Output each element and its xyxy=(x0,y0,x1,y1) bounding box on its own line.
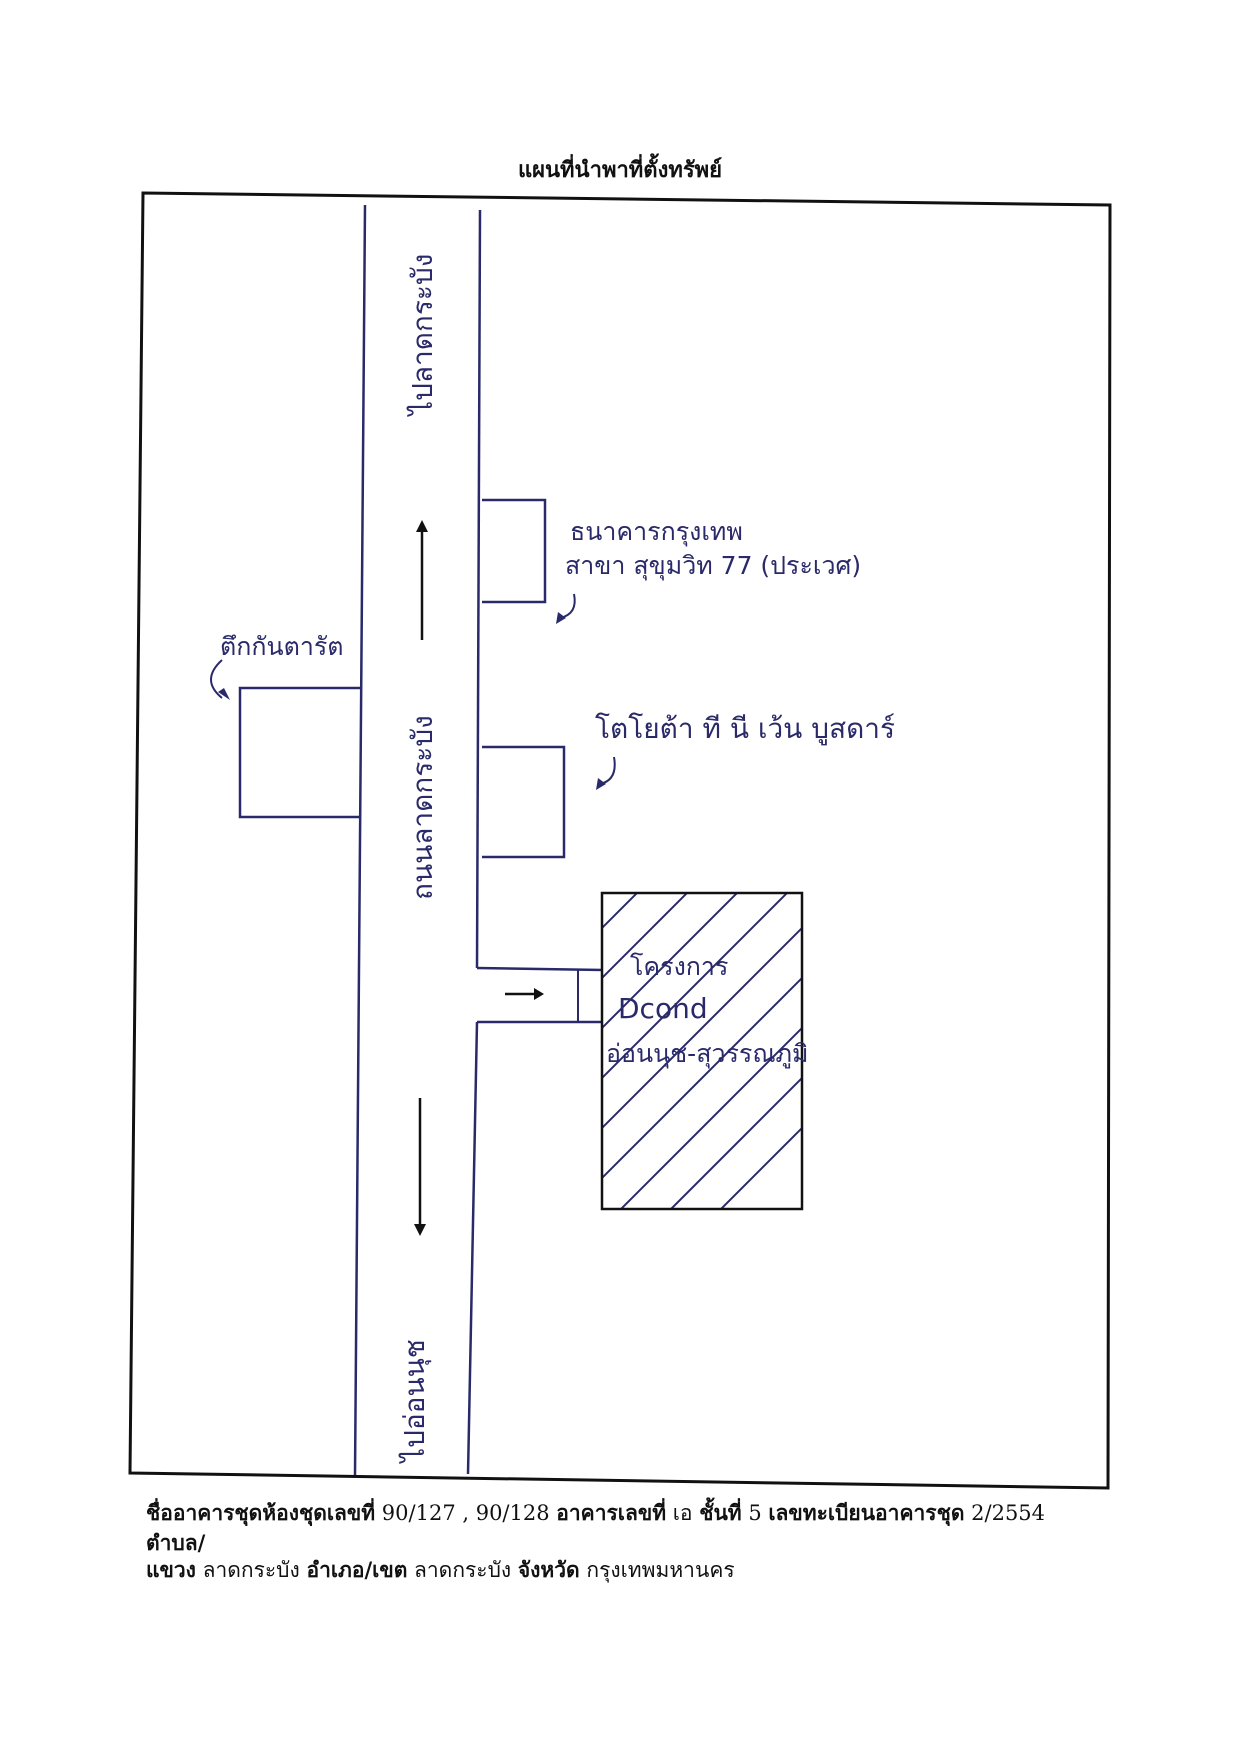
map-title: แผนที่นำพาที่ตั้งทรัพย์ xyxy=(517,157,723,183)
road-edge-right-upper xyxy=(475,209,482,969)
to-ladkrabang-label: ไปลาดกระบัง xyxy=(406,254,439,417)
caption-registration-value: 2/2554 xyxy=(964,1501,1046,1525)
caption-line-2: แขวง ลาดกระบัง อำเภอ/เขต ลาดกระบัง จังหว… xyxy=(146,1555,1106,1585)
caption-district-label: อำเภอ/เขต xyxy=(306,1557,408,1582)
caption-khwaeng-label: แขวง xyxy=(146,1557,196,1582)
toyota-label: โตโยต้า ที นี เว้น บูสดาร์ xyxy=(595,712,895,746)
caption-unit-numbers: 90/127 , 90/128 xyxy=(375,1501,557,1525)
left-building-pointer xyxy=(210,659,223,699)
south-arrowhead xyxy=(414,1224,426,1236)
toyota-pointer-head xyxy=(596,778,606,790)
project-building xyxy=(600,891,804,1211)
bank-label-line2: สาขา สุขุมวิท 77 (ประเวศ) xyxy=(565,551,861,581)
road-edge-right-lower xyxy=(466,1021,479,1475)
caption-province-value: กรุงเทพมหานคร xyxy=(579,1558,735,1582)
caption-condo-name-label: ชื่ออาคารชุดห้องชุดเลขที่ xyxy=(146,1500,376,1525)
caption-building-label: อาคารเลขที่ xyxy=(556,1500,667,1525)
left-building-label: ตึกกันตารัต xyxy=(220,632,344,661)
caption-registration-label: เลขทะเบียนอาคารชุด xyxy=(768,1500,965,1525)
toyota-building xyxy=(482,745,566,859)
toyota-pointer xyxy=(599,756,616,785)
caption-floor-value: 5 xyxy=(741,1501,769,1525)
to-onnut-label: ไปอ่อนนุช xyxy=(398,1339,432,1464)
bank-building xyxy=(482,498,547,604)
left-building-pointer-head xyxy=(218,688,230,700)
project-label-line1: โครงการ xyxy=(630,952,728,981)
bank-pointer xyxy=(559,593,576,619)
road-edge-left xyxy=(353,204,367,1476)
left-building xyxy=(238,686,360,819)
entrance-arrowhead xyxy=(534,988,544,1000)
project-label-line3: อ่อนนุช-สุวรรณภูมิ xyxy=(606,1039,809,1069)
road-name-label: ถนนลาดกระบัง xyxy=(406,715,439,900)
caption-khwaeng-value: ลาดกระบัง xyxy=(195,1558,307,1582)
project-label-line2: Dcond xyxy=(618,992,708,1025)
caption-line-1: ชื่ออาคารชุดห้องชุดเลขที่ 90/127 , 90/12… xyxy=(146,1498,1106,1558)
bank-label-line1: ธนาคารกรุงเทพ xyxy=(570,517,743,547)
side-road-top xyxy=(476,966,604,972)
map-frame xyxy=(128,191,1112,1490)
caption-province-label: จังหวัด xyxy=(517,1557,580,1582)
caption-floor-label: ชั้นที่ xyxy=(699,1500,742,1525)
north-arrowhead xyxy=(416,520,428,532)
caption-building-value: เอ xyxy=(666,1501,700,1525)
bank-pointer-head xyxy=(556,612,566,624)
project-hatching xyxy=(602,893,802,1209)
caption-subdistrict-label: ตำบล/ xyxy=(146,1530,206,1555)
caption-district-value: ลาดกระบัง xyxy=(407,1558,518,1582)
